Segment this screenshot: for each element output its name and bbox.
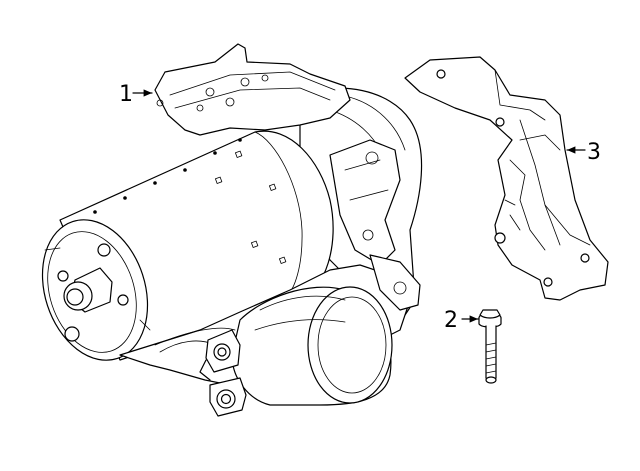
callout-leaders xyxy=(132,89,586,323)
callout-1-label: 1 xyxy=(119,82,133,107)
callout-2-label: 2 xyxy=(444,308,458,333)
heat-shield-side xyxy=(404,56,609,301)
solenoid-terminals xyxy=(199,329,247,417)
starter-motor xyxy=(41,43,423,417)
heat-shield-upper xyxy=(154,43,351,136)
callout-3-label: 3 xyxy=(587,140,601,165)
mounting-bolt xyxy=(478,309,502,384)
